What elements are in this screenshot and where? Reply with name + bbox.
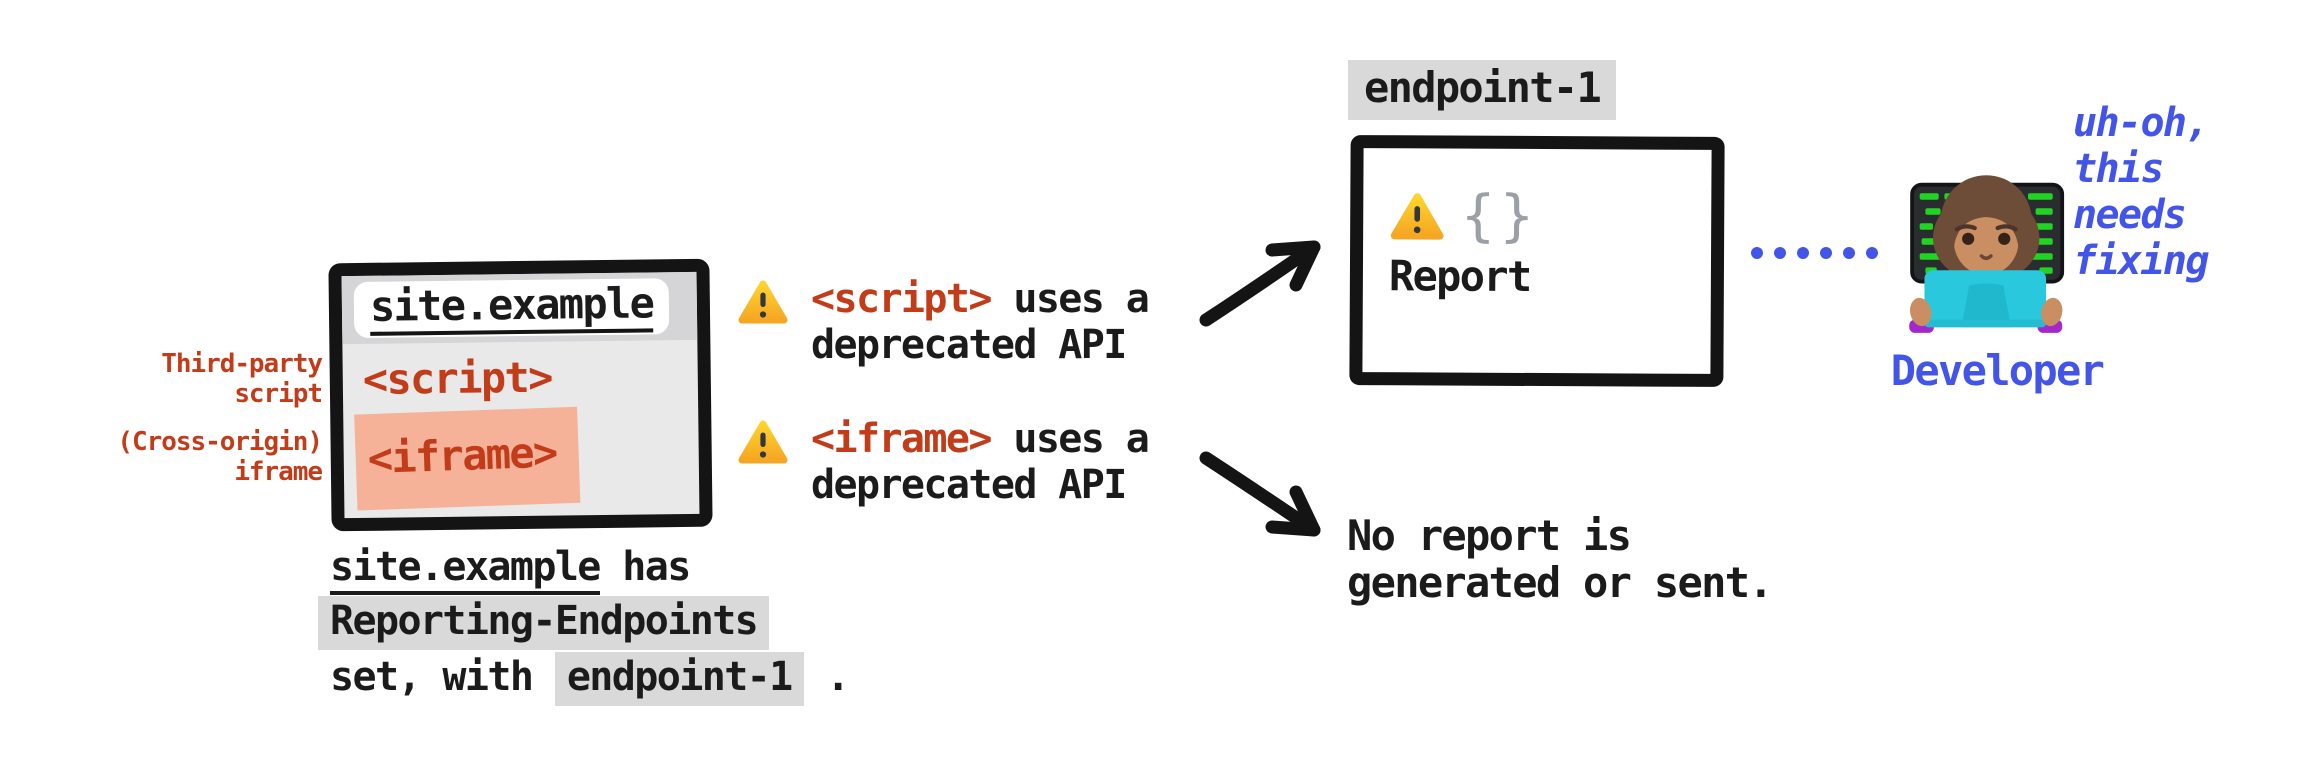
caption-line1: site.example has	[330, 540, 849, 595]
no-report-note: No report is generated or sent.	[1347, 511, 1774, 607]
dot	[1774, 247, 1786, 259]
cross-origin-iframe-label: (Cross-origin) iframe	[117, 427, 323, 487]
dot	[1866, 247, 1878, 259]
script-warning-rest: uses a	[990, 276, 1150, 322]
caption-after-domain: has	[599, 544, 691, 590]
warning-icon	[1390, 193, 1444, 240]
no-report-line2: generated or sent.	[1347, 558, 1774, 607]
iframe-warning-rest: uses a	[990, 416, 1150, 462]
iframe-warning-row: <iframe> uses a deprecated API	[737, 416, 1150, 508]
caption-line3: set, with endpoint-1 .	[330, 650, 850, 706]
report-label: Report	[1388, 251, 1531, 301]
reporting-endpoints-header: Reporting-Endpoints	[318, 596, 770, 650]
iframe-tag-text: <iframe>	[366, 427, 558, 484]
browser-window: site.example <script> <iframe>	[328, 258, 713, 532]
third-party-script-label: Third-party script	[161, 349, 323, 409]
iframe-warning-text: <iframe> uses a deprecated API	[811, 416, 1150, 508]
endpoint-name-badge: endpoint-1	[1348, 60, 1617, 120]
iframe-warning-line2: deprecated API	[811, 462, 1127, 508]
blue-dotted-line	[1751, 247, 1878, 259]
iframe-highlight: <iframe>	[354, 406, 581, 511]
address-url: site.example	[369, 278, 654, 336]
iframe-warning-tag: <iframe>	[811, 416, 992, 462]
caption-line2: Reporting-Endpoints	[318, 594, 849, 650]
warning-icon	[738, 280, 788, 324]
script-warning-text: <script> uses a deprecated API	[811, 276, 1150, 368]
no-report-line1: No report is	[1347, 511, 1632, 560]
arrow-to-no-report	[1199, 451, 1321, 537]
script-tag-text: <script>	[362, 352, 552, 404]
woman-technologist-emoji	[1909, 175, 2065, 333]
caption-domain: site.example	[330, 544, 601, 595]
caption-line3-pre: set, with	[330, 654, 555, 700]
endpoint-box: {} Report	[1349, 135, 1725, 387]
browser-topbar: site.example	[341, 271, 698, 345]
json-braces-icon: {}	[1461, 183, 1539, 250]
developer-label: Developer	[1890, 346, 2105, 395]
address-bar: site.example	[353, 278, 670, 339]
caption-block: site.example has Reporting-Endpoints set…	[318, 540, 850, 706]
dot	[1843, 247, 1855, 259]
arrow-to-endpoint	[1199, 240, 1321, 327]
developer-thought-text: uh-oh, this needs fixing	[2073, 100, 2210, 284]
browser-page-content: <script> <iframe>	[342, 340, 699, 511]
warning-icon	[738, 420, 788, 464]
dot	[1820, 247, 1832, 259]
script-warning-row: <script> uses a deprecated API	[737, 276, 1150, 368]
caption-line3-post: .	[803, 654, 850, 700]
caption-endpoint-code: endpoint-1	[554, 652, 804, 706]
script-warning-line2: deprecated API	[811, 322, 1127, 368]
dot	[1797, 247, 1809, 259]
script-warning-tag: <script>	[811, 276, 992, 322]
dot	[1751, 247, 1763, 259]
